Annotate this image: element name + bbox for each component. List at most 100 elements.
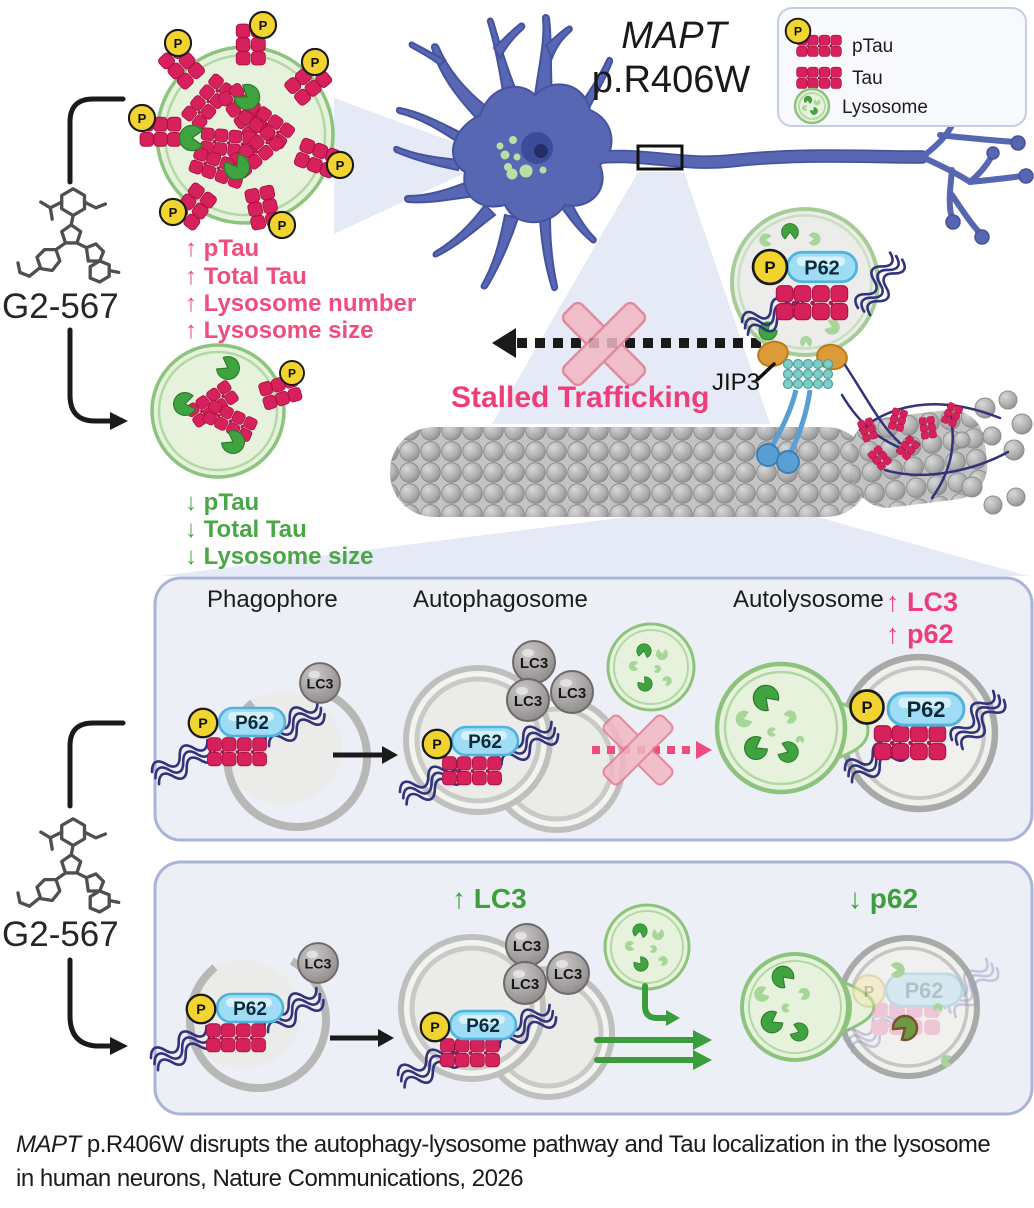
free-lysosome [606,622,696,712]
svg-text:LC3: LC3 [558,685,586,702]
p62-label: P62 [886,691,966,727]
svg-text:P: P [432,737,442,753]
svg-text:P: P [196,1002,206,1018]
p62-down-green-label: ↓ p62 [848,883,918,914]
svg-text:P62: P62 [468,732,502,753]
phospho-mark-faded: P [852,974,886,1008]
loose-tubulin [953,390,1033,515]
lc3-sphere: LC3 [506,678,550,722]
lc3-up-label: ↑ LC3 [886,587,958,617]
phospho-mark: P [849,689,885,725]
svg-text:P: P [169,205,178,220]
label-lysonum-up: ↑ Lysosome number [185,290,416,317]
autolysosome: P62 P [714,653,1011,813]
lysosome-enlarged-mutant: P P P P P P P [127,10,355,240]
compound-structure [16,187,121,284]
svg-text:LC3: LC3 [554,966,582,983]
svg-text:P: P [138,111,147,126]
lc3-sphere: LC3 [505,923,549,967]
free-lysosome [603,903,691,991]
mutant-effect-labels: ↑ pTau ↑ Total Tau ↑ Lysosome number ↑ L… [185,235,416,344]
stalled-trafficking-label: Stalled Trafficking [451,381,709,414]
label-ptau-down: ↓ pTau [185,489,259,516]
title-mutation: p.R406W [592,59,751,101]
svg-text:P62: P62 [233,999,267,1020]
phospho-mark: P [419,1011,451,1043]
stalled-trafficking: Stalled Trafficking [451,299,779,414]
svg-text:P: P [794,25,802,39]
p62-label: P62 [215,992,285,1024]
p62-label: P62 [785,250,859,284]
compound-bottom: G2-567 [2,720,128,1055]
caption-line1: p.R406W disrupts the autophagy-lysosome … [80,1131,991,1158]
svg-text:P: P [311,55,320,70]
pathway-panel-mutant: Phagophore Autophagosome Autolysosome ↑ … [147,576,1034,842]
label-lysosize-up: ↑ Lysosome size [185,317,374,344]
motor-protein [756,358,902,474]
soma-lysosome-dots [496,136,547,180]
treated-effect-labels: ↓ pTau ↓ Total Tau ↓ Lysosome size [185,489,374,570]
figure-title: MAPT p.R406W [592,15,751,101]
svg-text:P62: P62 [905,978,944,1003]
frayed-tau [840,393,1010,500]
lc3-up-green-label: ↑ LC3 [452,883,527,914]
p62-label: P62 [217,706,287,738]
svg-text:P: P [198,716,208,732]
caption-line2: in human neurons, Nature Communications,… [16,1164,524,1192]
phospho-mark: P [751,248,789,286]
phagophore: P62 P LC3 [147,662,371,831]
microtubule [390,390,1033,517]
p62-up-label: ↑ p62 [886,619,954,649]
caption-gene: MAPT [16,1131,81,1158]
pathway-panel-treated: ↑ LC3 ↓ p62 P62 P LC3 P62 [146,860,1034,1116]
p62-label-faded: P62 [884,972,964,1008]
lc3-sphere: LC3 [546,951,590,995]
label-totaltau-down: ↓ Total Tau [185,516,307,543]
autophagosome: P62 P LC3 LC3 LC3 [395,640,626,833]
svg-text:P: P [278,218,287,233]
phospho-icon: P [784,17,812,45]
phospho-mark: P [187,707,219,739]
svg-text:LC3: LC3 [520,655,548,672]
neuron-dendrites [393,14,614,292]
svg-text:LC3: LC3 [307,677,334,693]
autolysosome-degrading: P62 P [740,935,1004,1079]
svg-text:P62: P62 [466,1016,500,1037]
phospho-marks: P P P P P P P [127,10,355,240]
lysosome-icon [793,87,831,125]
label-totaltau-up: ↑ Total Tau [185,263,307,290]
legend-label-tau: Tau [852,68,883,89]
phagophore: P62 P LC3 [146,942,339,1092]
svg-text:LC3: LC3 [511,976,539,993]
arrow-head [110,1037,128,1055]
autophagosome-cargo: P62 P JIP3 [712,207,910,474]
lc3-sphere: LC3 [512,640,556,684]
svg-text:LC3: LC3 [513,938,541,955]
svg-text:P: P [336,158,345,173]
compound-structure [16,817,121,914]
autophagosome: P62 P LC3 LC3 LC3 [393,923,615,1100]
label-ptau-up: ↑ pTau [185,235,259,262]
phagophore-header: Phagophore [207,586,338,613]
legend-label-lysosome: Lysosome [842,97,928,118]
svg-text:LC3: LC3 [514,693,542,710]
svg-text:P62: P62 [804,257,839,279]
compound-label: G2-567 [2,915,119,954]
svg-text:P62: P62 [235,713,269,734]
lc3-sphere: LC3 [299,662,341,704]
phospho-mark: P [421,728,453,760]
p62-label: P62 [450,725,520,757]
nucleolus [534,144,548,158]
fusion-arrows [594,983,712,1070]
lc3-sphere: LC3 [503,961,547,1005]
svg-text:P: P [288,366,296,380]
svg-text:P: P [430,1020,440,1036]
svg-text:P62: P62 [907,697,946,722]
arrow-head [110,412,128,430]
svg-text:LC3: LC3 [305,957,332,973]
axon-zoom-rectangle [636,144,684,171]
lysosome-treated: P [150,343,305,479]
svg-text:P: P [259,18,268,33]
